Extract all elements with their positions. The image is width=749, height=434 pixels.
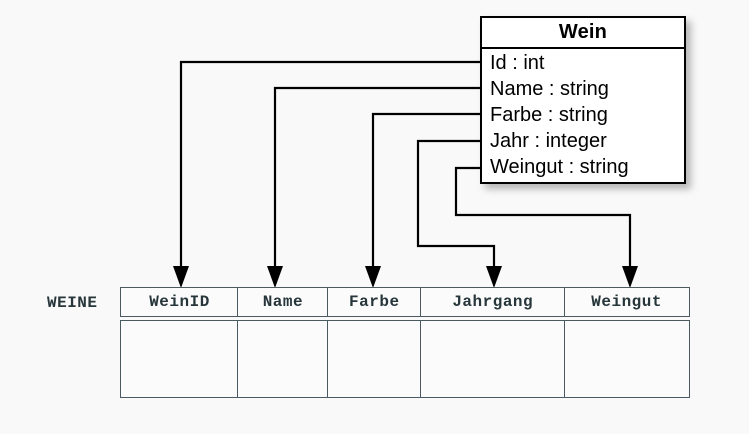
connector-line [273, 86, 480, 272]
table-header-weinid: WeinID [120, 287, 239, 317]
arrow-head-icon [486, 266, 502, 288]
arrow-head-icon [173, 266, 189, 288]
uml-class-box[interactable]: Wein Id : int Name : string Farbe : stri… [480, 16, 686, 184]
uml-class-name: Wein [482, 18, 684, 49]
uml-attribute-list: Id : int Name : string Farbe : string Ja… [482, 49, 684, 182]
mapping-connector-id-weinid [173, 60, 480, 288]
arrow-head-icon [622, 266, 638, 288]
uml-attribute-name: Name : string [490, 78, 609, 100]
table-cell-name[interactable] [237, 320, 329, 398]
mapping-connector-farbe-farbe [365, 112, 480, 288]
table-header-weingut: Weingut [563, 287, 690, 317]
table-header-name: Name [237, 287, 329, 317]
arrow-head-icon [267, 266, 283, 288]
mapping-connector-name-name [267, 86, 480, 288]
uml-attribute-jahr: Jahr : integer [490, 130, 607, 152]
uml-attribute-farbe: Farbe : string [490, 104, 608, 126]
connector-line [371, 112, 480, 272]
table-cell-weingut[interactable] [563, 320, 690, 398]
arrow-head-icon [365, 266, 381, 288]
uml-attribute-id: Id : int [490, 52, 545, 74]
table-cell-jahrgang[interactable] [420, 320, 566, 398]
table-cell-farbe[interactable] [326, 320, 422, 398]
connector-line [179, 60, 480, 272]
relation-name-label: WEINE [47, 294, 98, 312]
uml-attribute-weingut: Weingut : string [490, 156, 629, 178]
mapping-connector-weingut-weingut [454, 166, 638, 288]
table-header-jahrgang: Jahrgang [420, 287, 566, 317]
table-header-row: WeinID Name Farbe Jahrgang Weingut [120, 287, 696, 317]
relational-table: WeinID Name Farbe Jahrgang Weingut [120, 287, 696, 398]
table-cell-weinid[interactable] [120, 320, 239, 398]
table-row [120, 320, 696, 398]
table-header-farbe: Farbe [326, 287, 422, 317]
